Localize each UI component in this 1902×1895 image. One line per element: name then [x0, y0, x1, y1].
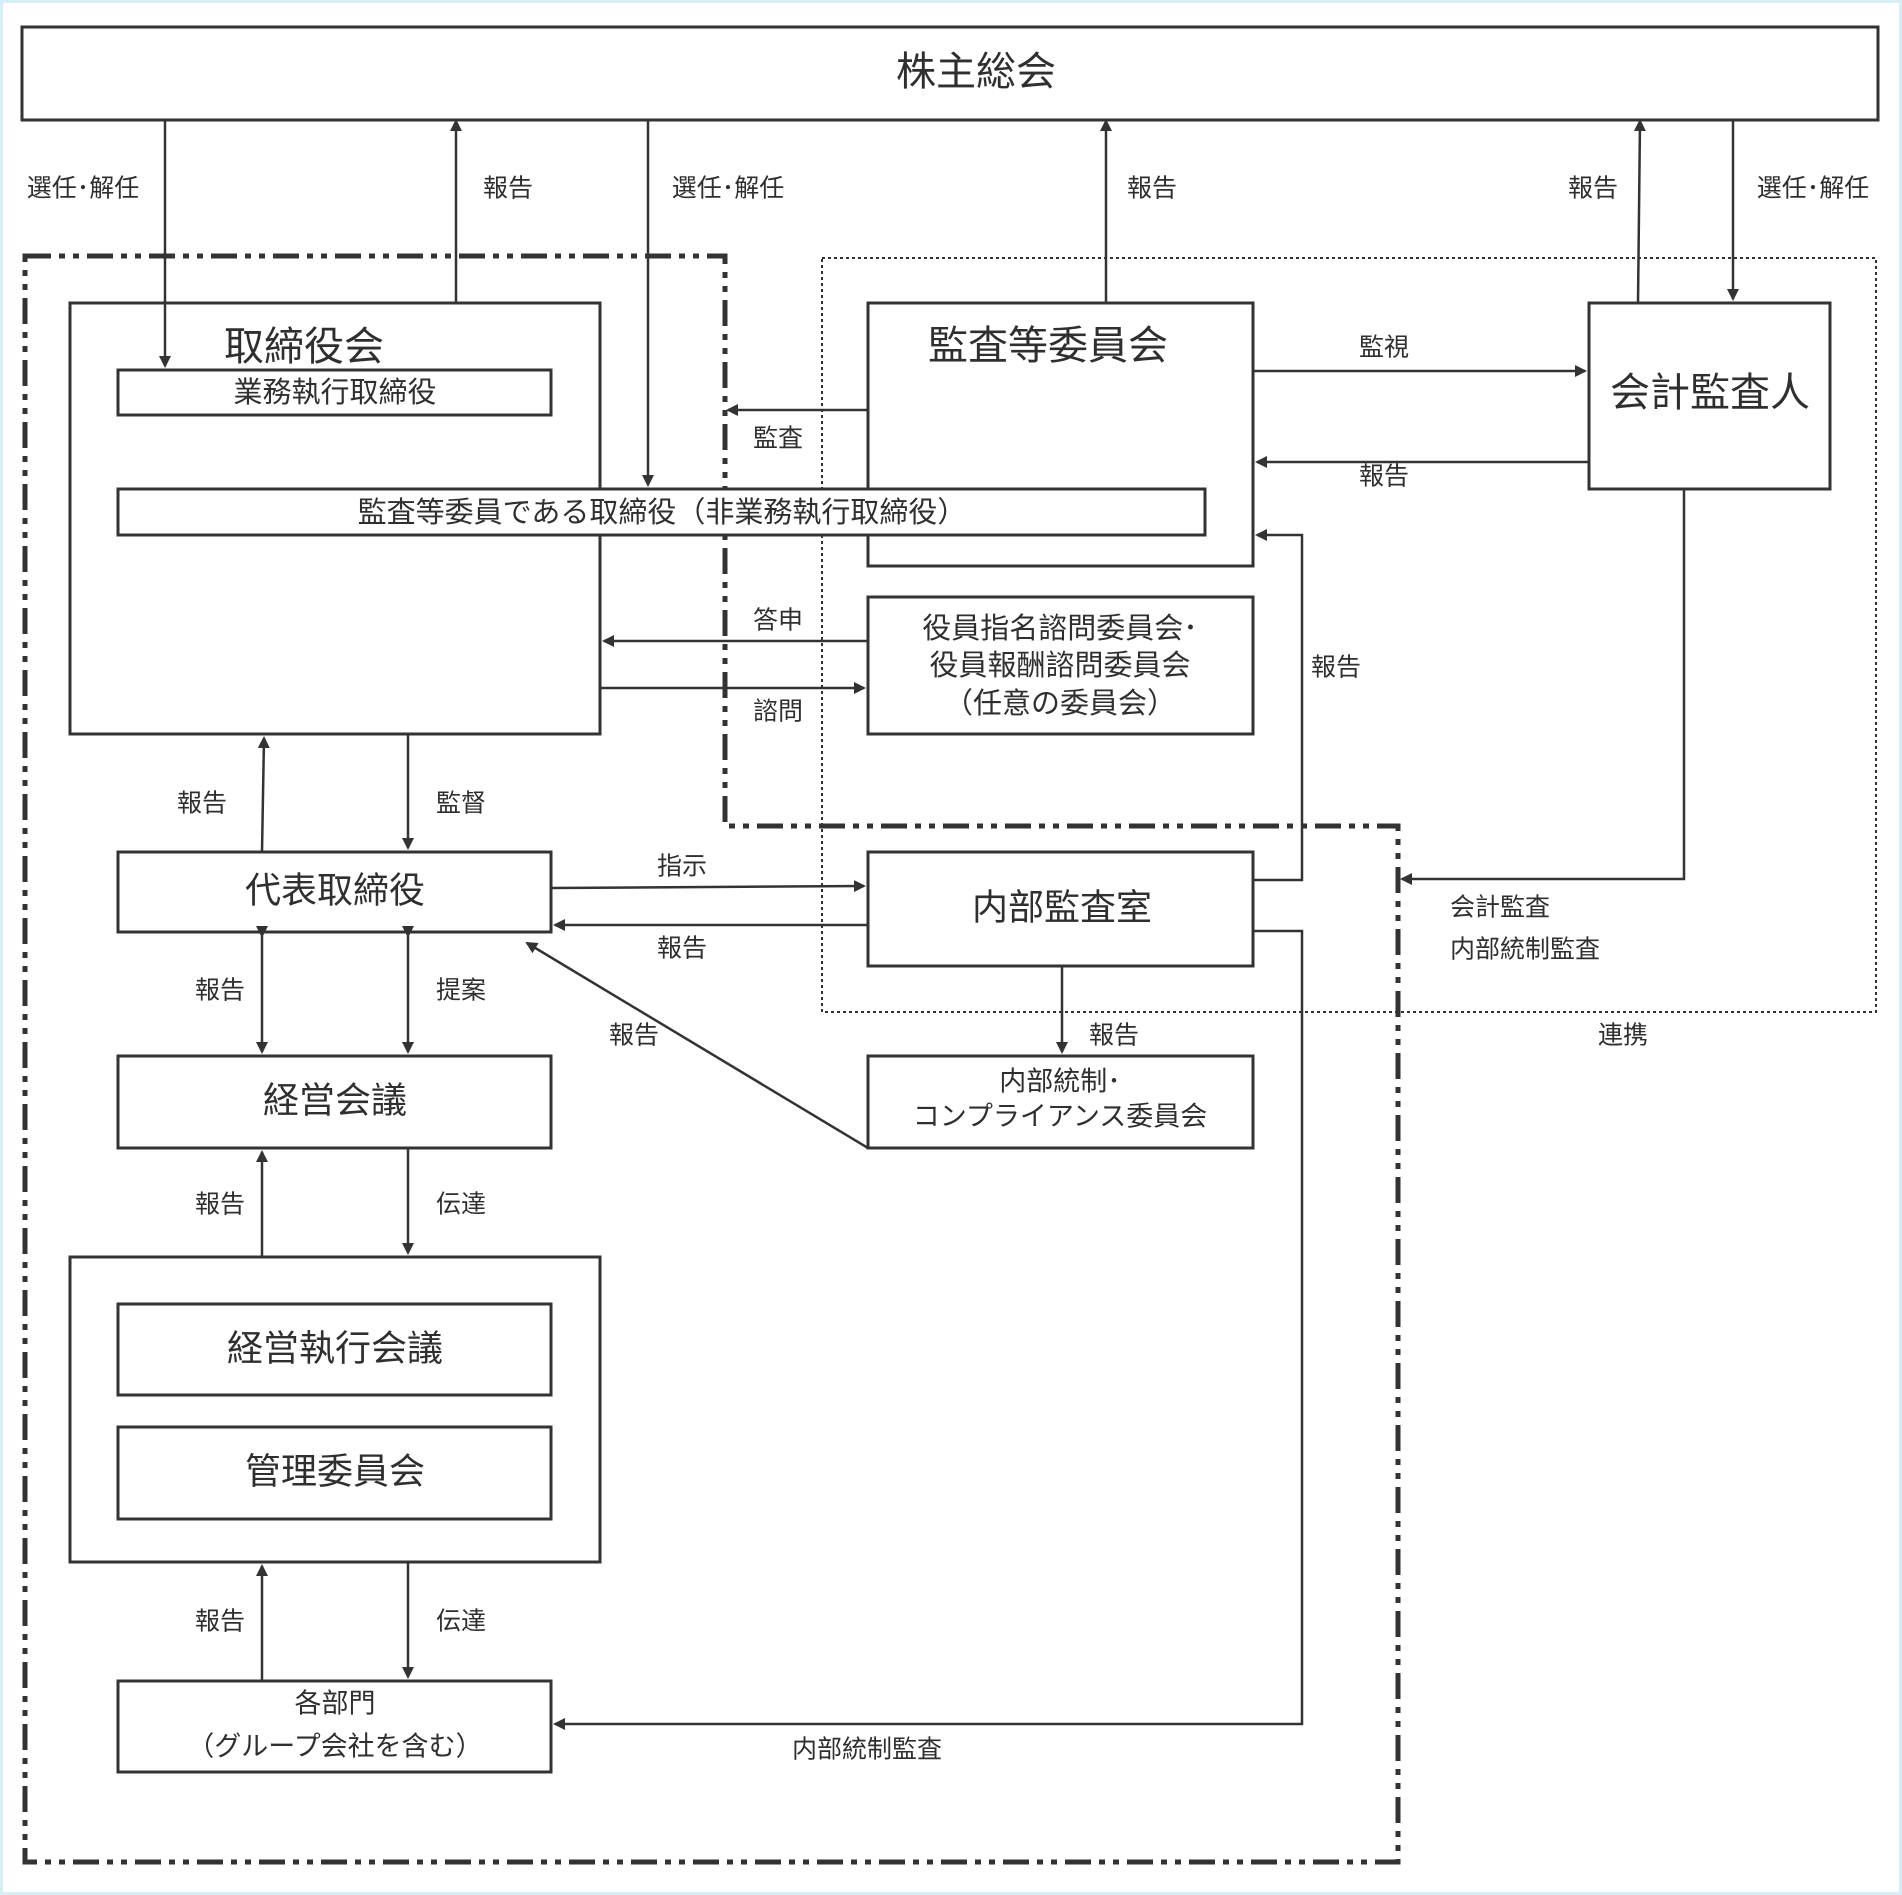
label-advisory-answer: 答申 [753, 606, 803, 635]
label-supervision: 監督 [436, 789, 486, 818]
label-council-report-rep: 報告 [195, 976, 245, 1005]
label-internal-control-departments: 内部統制監査 [792, 1735, 942, 1764]
advisory-committee-box [866, 595, 1255, 736]
management-committee-box [116, 1425, 553, 1521]
edge-internal-report-audit [1253, 529, 1304, 882]
label-internal-report-audit: 報告 [1311, 653, 1361, 682]
label-audit: 監査 [753, 424, 803, 453]
shareholders-meeting-box [20, 25, 1880, 122]
executive-directors-label: 業務執行取締役 [233, 375, 436, 409]
representative-director-label: 代表取締役 [245, 871, 425, 912]
board-of-directors-label: 取締役会 [224, 324, 384, 370]
label-audit-report: 報告 [1127, 174, 1177, 203]
edge-rep-report-board [257, 736, 270, 853]
label-dept-report-exec: 報告 [195, 1607, 245, 1636]
label-auditor-report-audit: 報告 [1359, 462, 1409, 491]
label-compliance-report-rep: 報告 [609, 1021, 659, 1050]
label-instruction: 指示 [657, 852, 707, 881]
executive-council-box [116, 1302, 553, 1397]
edge-accounting-audit [1400, 489, 1686, 885]
cooperation-region-boundary [821, 257, 1877, 1013]
label-proposal: 提案 [436, 976, 486, 1005]
compliance-committee-label-line1: 内部統制･ [999, 1067, 1121, 1098]
executive-region-boundary [22, 253, 1401, 1865]
shareholders-meeting-label: 株主総会 [896, 49, 1056, 95]
management-council-label: 経営会議 [263, 1081, 407, 1122]
edge-compliance-report-rep [525, 941, 869, 1150]
advisory-committee-label-line3: （任意の委員会） [944, 686, 1176, 720]
audit-committee-label: 監査等委員会 [928, 323, 1168, 369]
edge-instruction [550, 880, 866, 893]
label-auditor-report: 報告 [1568, 174, 1618, 203]
label-accounting-audit: 会計監査 [1450, 893, 1550, 922]
label-internal-control-audit: 内部統制監査 [1450, 935, 1600, 964]
label-board-report: 報告 [483, 174, 533, 203]
label-rep-report-board: 報告 [177, 789, 227, 818]
accounting-auditor-box [1587, 301, 1832, 491]
management-council-box [116, 1054, 553, 1150]
audit-committee-directors-box [116, 487, 1207, 537]
accounting-auditor-label: 会計監査人 [1610, 370, 1810, 416]
label-monitor: 監視 [1359, 333, 1409, 362]
edge-auditor-report-shareholders [1633, 119, 1646, 304]
departments-label-line1: 各部門 [295, 1689, 376, 1720]
label-appoint-auditor: 選任･解任 [1757, 174, 1870, 203]
internal-audit-office-box [866, 850, 1255, 968]
advisory-committee-label-line2: 役員報酬諮問委員会 [929, 648, 1190, 682]
compliance-committee-label-line2: コンプライアンス委員会 [913, 1102, 1208, 1133]
internal-audit-office-label: 内部監査室 [972, 888, 1152, 929]
label-consultation: 諮問 [753, 697, 803, 726]
executive-council-label: 経営執行会議 [227, 1329, 443, 1370]
representative-director-box [116, 850, 553, 934]
label-internal-report-rep: 報告 [657, 934, 707, 963]
label-exec-report-council: 報告 [195, 1190, 245, 1219]
departments-box [116, 1679, 553, 1774]
label-internal-report-compliance: 報告 [1089, 1021, 1139, 1050]
label-appoint-audit-directors: 選任･解任 [672, 174, 785, 203]
compliance-committee-box [866, 1054, 1255, 1150]
label-appoint-board: 選任･解任 [27, 174, 140, 203]
audit-committee-directors-label: 監査等委員である取締役（非業務執行取締役） [358, 495, 967, 529]
executive-directors-box [116, 368, 553, 417]
advisory-committee-label-line1: 役員指名諮問委員会･ [922, 611, 1198, 645]
label-communication-council: 伝達 [436, 1190, 486, 1219]
management-committee-label: 管理委員会 [245, 1452, 425, 1493]
label-cooperation: 連携 [1598, 1021, 1648, 1050]
label-communication-exec: 伝達 [436, 1607, 486, 1636]
edge-internal-control-departments [553, 929, 1304, 1730]
departments-label-line2: （グループ会社を含む） [187, 1732, 482, 1763]
